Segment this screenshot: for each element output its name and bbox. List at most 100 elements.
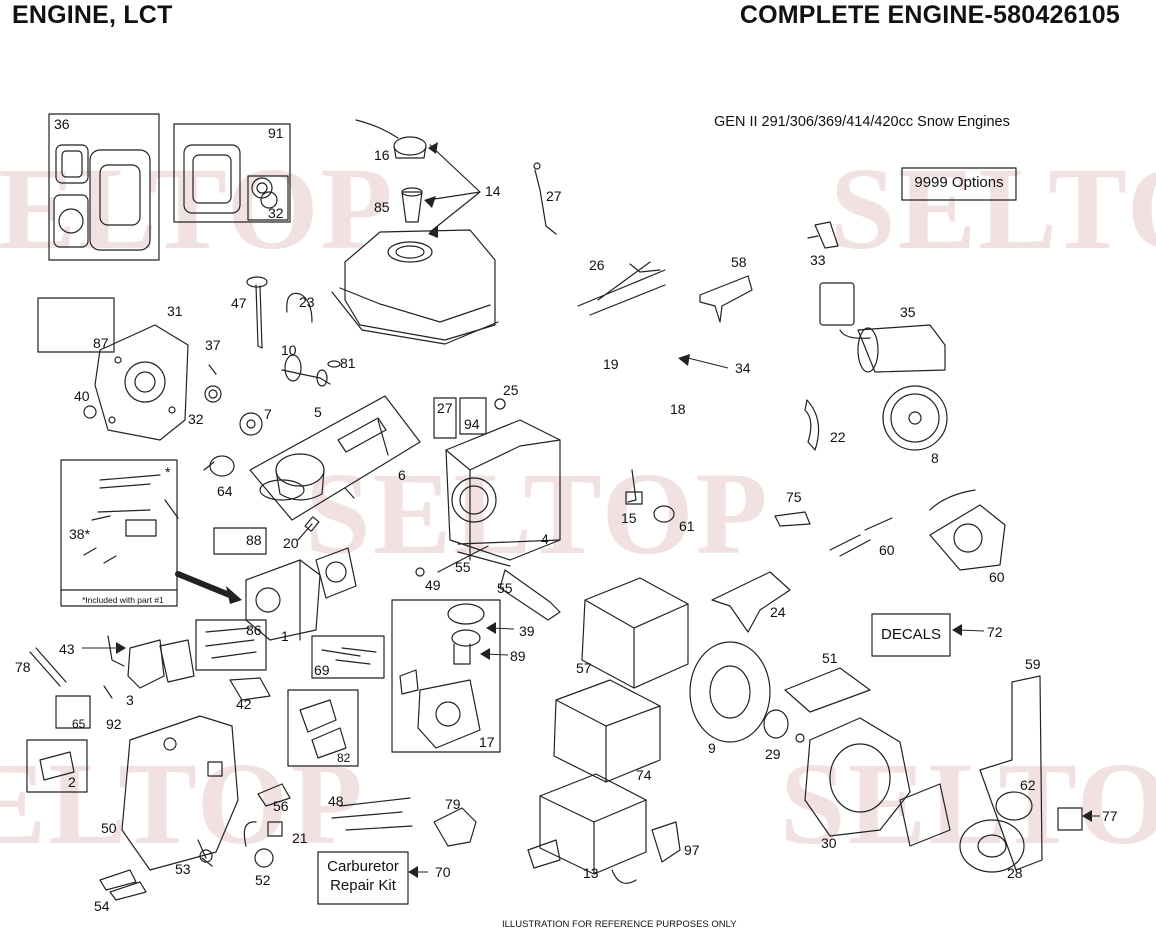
options-code: 9999 [914,174,948,191]
callout-number: 25 [503,382,519,398]
footer-disclaimer: ILLUSTRATION FOR REFERENCE PURPOSES ONLY [502,919,737,930]
callout-number: 18 [670,401,686,417]
callout-number: 21 [292,830,308,846]
callout-number: 38* [69,526,91,542]
callout-number: 70 [435,864,451,880]
callout-number: 13 [583,865,599,881]
callout-number: 8 [931,450,939,466]
callout-number: 62 [1020,777,1036,793]
callout-number: 1 [281,628,289,644]
callout-number: 87 [93,335,109,351]
options-label: Options [951,174,1004,191]
callout-number: 14 [485,183,501,199]
callout-number: 9 [708,740,716,756]
decals-box-frame [871,613,951,657]
callout-number: 54 [94,898,110,914]
callout-number: 75 [786,489,802,505]
callout-number: 58 [731,254,747,270]
callout-number: 57 [576,660,592,676]
callout-number: 55 [497,580,513,596]
callout-number: 40 [74,388,90,404]
carb-kit-line1: Carburetor [327,858,399,875]
callout-number: 5 [314,404,322,420]
callout-number: 6 [398,467,406,483]
callout-number: 49 [425,577,441,593]
callout-number: 3 [126,692,134,708]
callout-number: 52 [255,872,271,888]
callout-number: 15 [621,510,637,526]
page-title-left: ENGINE, LCT [12,1,173,29]
options-box: 9999 Options [904,174,1014,193]
callout-number: 65 [72,717,86,731]
callout-number: 28 [1007,865,1023,881]
callout-number: 24 [770,604,786,620]
callout-number: 59 [1025,656,1041,672]
callout-number: 32 [188,411,204,427]
engine-subtitle: GEN II 291/306/369/414/420cc Snow Engine… [714,114,1010,130]
callout-number: 26 [589,257,605,273]
carb-kit-line2: Repair Kit [330,876,396,894]
callout-number: 22 [830,429,846,445]
callout-number: 60 [989,569,1005,585]
callout-number: 36 [54,116,70,132]
callout-number: 94 [464,416,480,432]
callout-number: 92 [106,716,122,732]
callout-number: 31 [167,303,183,319]
callout-number: 72 [987,624,1003,640]
callout-number: 51 [822,650,838,666]
callout-number: 17 [479,734,495,750]
callout-number: 89 [510,648,526,664]
callout-number: 7 [264,406,272,422]
callout-number: 48 [328,793,344,809]
callout-number: 56 [273,798,289,814]
carb-kit-box: Carburetor Repair Kit [319,858,407,896]
callout-number: 79 [445,796,461,812]
callout-number: 97 [684,842,700,858]
callout-number: 33 [810,252,826,268]
callout-number: 60 [879,542,895,558]
callout-number: 42 [236,696,252,712]
callout-number: 78 [15,659,31,675]
callout-number: 27 [437,400,453,416]
callout-number: 29 [765,746,781,762]
callout-number: 47 [231,295,247,311]
callout-number: 27 [546,188,562,204]
callout-number: 32 [268,205,284,221]
options-box-frame [901,167,1017,201]
callout-number: 4 [541,531,549,547]
decals-box: DECALS [880,626,942,643]
callout-number: 30 [821,835,837,851]
callout-number: 35 [900,304,916,320]
callout-number: 61 [679,518,695,534]
page-title-right: COMPLETE ENGINE-580426105 [739,1,1120,29]
callout-number: 91 [268,125,284,141]
callout-number: 50 [101,820,117,836]
callout-number: 77 [1102,808,1118,824]
callout-number: 10 [281,342,297,358]
callout-number: 53 [175,861,191,877]
callout-number: 43 [59,641,75,657]
callout-number: 37 [205,337,221,353]
callout-number: 85 [374,199,390,215]
callout-number: 81 [340,355,356,371]
gasket-kit-36-frame [48,113,160,261]
callout-number: 23 [299,294,315,310]
callout-number: 20 [283,535,299,551]
callout-number: 16 [374,147,390,163]
callout-number: 19 [603,356,619,372]
callout-number: 39 [519,623,535,639]
callout-number: 2 [68,774,76,790]
callout-number: 55 [455,559,471,575]
callout-number: 88 [246,532,262,548]
callout-number: 82 [337,751,351,765]
callout-number: 69 [314,662,330,678]
carb-kit-box-frame [317,851,409,905]
callout-number: 74 [636,767,652,783]
callout-number: 64 [217,483,233,499]
gasket-kit-91-frame [173,123,291,223]
callout-number: 34 [735,360,751,376]
callout-number: * [165,464,171,480]
included-note: *Included with part #1 [82,595,164,605]
callout-number: 86 [246,622,262,638]
